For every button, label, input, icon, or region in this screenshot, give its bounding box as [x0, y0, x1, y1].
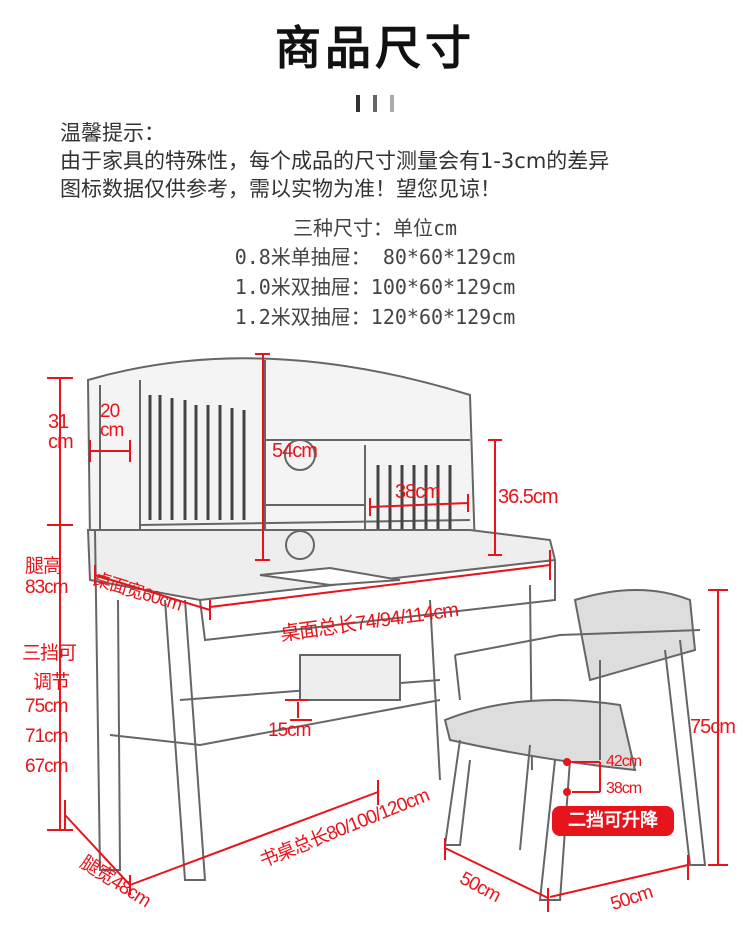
dim-leg-height: 83cm [25, 577, 68, 598]
dim-gap: 15cm [268, 720, 311, 741]
dim-hutch-height: 54cm [272, 440, 318, 462]
dim-leg-height-label: 腿高 [25, 556, 62, 577]
dim-chair-height: 75cm [690, 716, 736, 738]
dim-adjust-height: 75cm [25, 696, 68, 717]
dimension-lines [47, 353, 728, 912]
dim-seat-height: 42cm [606, 753, 642, 770]
dim-value: 20 [100, 401, 120, 422]
notice-line: 图标数据仅供参考，需以实物为准！望您见谅！ [60, 177, 501, 201]
dim-value: 31 [48, 411, 69, 433]
divider-bar [373, 95, 377, 112]
chair-sketch [443, 589, 707, 901]
size-row: 1.2米双抽屉：120*60*129cm [234, 305, 516, 329]
size-row: 1.0米双抽屉：100*60*129cm [234, 275, 516, 299]
dim-adjust-label: 调节 [33, 672, 70, 693]
dim-shelf-width: 38cm [395, 481, 441, 503]
dim-adjust-height: 71cm [25, 726, 68, 747]
sizes-heading: 三种尺寸：单位cm [292, 216, 458, 240]
seat-adjust-badge: 二挡可升降 [552, 806, 674, 836]
dim-unit: cm [100, 420, 124, 441]
desk-sketch [86, 357, 557, 881]
notice-line: 由于家具的特殊性，每个成品的尺寸测量会有1-3cm的差异 [60, 149, 610, 173]
dim-unit: cm [48, 431, 74, 453]
divider-bar [390, 95, 394, 112]
dim-adjust-height: 67cm [25, 756, 68, 777]
size-row: 0.8米单抽屉： 80*60*129cm [234, 245, 516, 269]
notice-heading: 温馨提示： [60, 121, 165, 145]
dim-shelf-height: 36.5cm [498, 486, 559, 508]
dim-adjust-label: 三挡可 [22, 643, 77, 664]
divider-bar [356, 95, 360, 112]
dim-seat-height: 38cm [606, 780, 642, 797]
page-title: 商品尺寸 [275, 21, 475, 75]
